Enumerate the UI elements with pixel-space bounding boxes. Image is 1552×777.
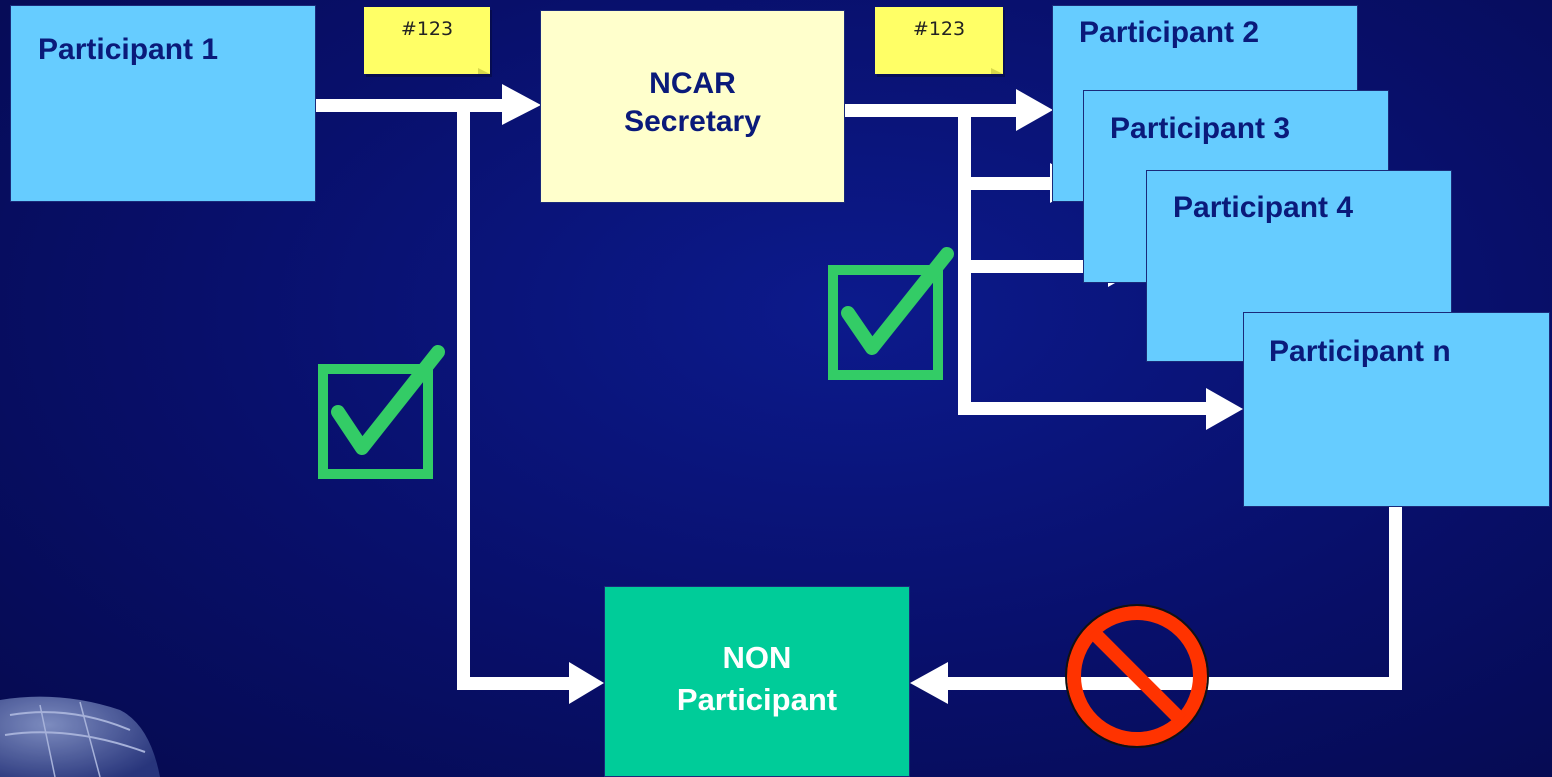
arrowhead-nonparticipant-left (569, 662, 604, 704)
arrow-to-p4 (958, 260, 1114, 273)
note-123-left: #123 (364, 7, 490, 74)
non-participant-label-line2: Participant (676, 682, 838, 717)
arrow-secretary-to-p2 (844, 104, 1024, 117)
arrowhead-secretary (502, 84, 541, 125)
check-box-icon (318, 345, 445, 479)
globe-logo (0, 696, 160, 777)
note-label: #123 (912, 18, 966, 40)
non-participant-label-line1: NON (722, 640, 792, 675)
participant-2-label: Participant 2 (1079, 16, 1260, 49)
note-fold-icon (991, 68, 1003, 74)
arrowhead-p2 (1016, 89, 1053, 131)
arrow-to-pn (958, 402, 1210, 415)
note-123-right: #123 (875, 7, 1003, 74)
arrowhead-nonparticipant-right (910, 662, 948, 704)
arrow-pn-down (1389, 505, 1402, 688)
arrow-p1-to-secretary (316, 99, 512, 112)
arrowhead-pn (1206, 388, 1243, 430)
secretary-label-line1: NCAR (649, 67, 736, 100)
prohibition-icon (1065, 604, 1209, 748)
participant-n-box: Participant n (1243, 312, 1550, 507)
arrow-p1-down (457, 105, 470, 689)
ncar-secretary-box: NCAR Secretary (540, 10, 845, 203)
secretary-label-line2: Secretary (624, 105, 761, 138)
participant-1-box: Participant 1 (10, 5, 316, 202)
note-label: #123 (400, 18, 454, 40)
participant-1-label: Participant 1 (38, 33, 219, 66)
participant-n-label: Participant n (1269, 335, 1451, 368)
arrow-pn-to-nonparticipant (944, 677, 1402, 690)
arrow-p1-to-nonparticipant (457, 677, 577, 690)
non-participant-box: NON Participant (604, 586, 910, 777)
participant-4-label: Participant 4 (1173, 191, 1354, 224)
arrow-to-p3 (958, 177, 1058, 190)
participant-3-label: Participant 3 (1110, 112, 1291, 145)
note-fold-icon (478, 68, 490, 74)
check-box-icon (828, 247, 954, 380)
